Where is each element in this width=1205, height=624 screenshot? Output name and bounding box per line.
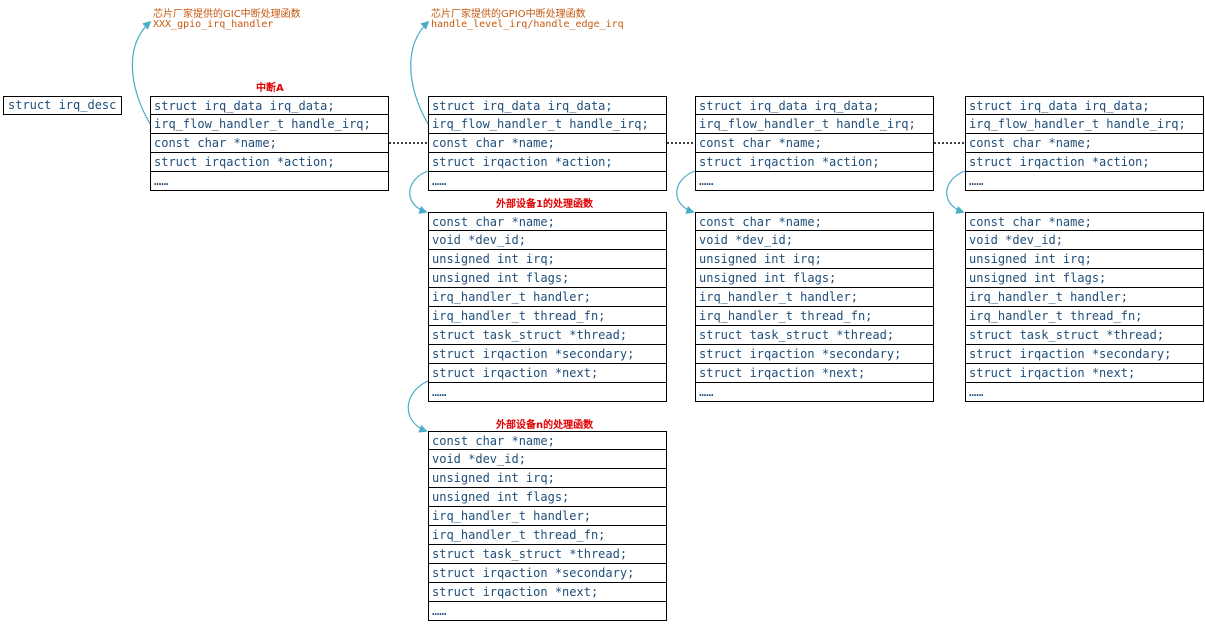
devn-label: 外部设备n的处理函数 xyxy=(496,420,594,431)
field-handle-irq: irq_flow_handler_t handle_irq; xyxy=(695,115,934,134)
field-name: const char *name; xyxy=(428,134,667,153)
field-next: struct irqaction *next; xyxy=(695,364,934,383)
field-more: …… xyxy=(965,172,1204,191)
irqaction-table-devn: const char *name; void *dev_id; unsigned… xyxy=(428,431,667,621)
field-thread: struct task_struct *thread; xyxy=(965,326,1204,345)
irqaction-table-c: const char *name; void *dev_id; unsigned… xyxy=(695,212,934,402)
field-next: struct irqaction *next; xyxy=(965,364,1204,383)
field-more: …… xyxy=(965,383,1204,402)
field-more: …… xyxy=(428,172,667,191)
field-flags: unsigned int flags; xyxy=(428,488,667,507)
field-thread: struct task_struct *thread; xyxy=(695,326,934,345)
field-handler: irq_handler_t handler; xyxy=(428,288,667,307)
gic-note-sub: XXX_gpio_irq_handler xyxy=(153,19,274,30)
field-action: struct irqaction *action; xyxy=(150,153,389,172)
field-name: const char *name; xyxy=(965,134,1204,153)
dev1-label: 外部设备1的处理函数 xyxy=(496,199,593,210)
field-handler: irq_handler_t handler; xyxy=(965,288,1204,307)
field-more: …… xyxy=(150,172,389,191)
gpio-note-title: 芯片厂家提供的GPIO中断处理函数 xyxy=(431,9,586,20)
field-thread: struct task_struct *thread; xyxy=(428,545,667,564)
field-more: …… xyxy=(695,383,934,402)
field-thread-fn: irq_handler_t thread_fn; xyxy=(428,307,667,326)
field-name: const char *name; xyxy=(428,431,667,450)
field-irq-data: struct irq_data irq_data; xyxy=(695,96,934,115)
field-irq: unsigned int irq; xyxy=(965,250,1204,269)
field-irq: unsigned int irq; xyxy=(428,250,667,269)
field-thread: struct task_struct *thread; xyxy=(428,326,667,345)
field-handle-irq: irq_flow_handler_t handle_irq; xyxy=(965,115,1204,134)
field-more: …… xyxy=(428,383,667,402)
field-secondary: struct irqaction *secondary; xyxy=(428,564,667,583)
field-next: struct irqaction *next; xyxy=(428,583,667,602)
field-flags: unsigned int flags; xyxy=(428,269,667,288)
field-irq: unsigned int irq; xyxy=(695,250,934,269)
field-name: const char *name; xyxy=(695,134,934,153)
field-action: struct irqaction *action; xyxy=(695,153,934,172)
gpio-note-sub: handle_level_irq/handle_edge_irq xyxy=(431,19,624,30)
field-handler: irq_handler_t handler; xyxy=(428,507,667,526)
field-dev-id: void *dev_id; xyxy=(428,450,667,469)
field-handle-irq: irq_flow_handler_t handle_irq; xyxy=(428,115,667,134)
field-irq-data: struct irq_data irq_data; xyxy=(428,96,667,115)
irqaction-table-dev1: const char *name; void *dev_id; unsigned… xyxy=(428,212,667,402)
arrow-action-dev1 xyxy=(409,170,429,214)
arrow-action-c xyxy=(676,170,696,214)
field-irq: unsigned int irq; xyxy=(428,469,667,488)
field-irq-data: struct irq_data irq_data; xyxy=(150,96,389,115)
irq-desc-root: struct irq_desc xyxy=(3,96,122,115)
field-thread-fn: irq_handler_t thread_fn; xyxy=(428,526,667,545)
field-secondary: struct irqaction *secondary; xyxy=(965,345,1204,364)
field-secondary: struct irqaction *secondary; xyxy=(428,345,667,364)
arrow-next-devn xyxy=(407,380,429,433)
field-flags: unsigned int flags; xyxy=(965,269,1204,288)
field-thread-fn: irq_handler_t thread_fn; xyxy=(965,307,1204,326)
irqaction-table-d: const char *name; void *dev_id; unsigned… xyxy=(965,212,1204,402)
field-action: struct irqaction *action; xyxy=(965,153,1204,172)
arrow-gic-note xyxy=(131,20,152,125)
field-handle-irq: irq_flow_handler_t handle_irq; xyxy=(150,115,389,134)
gic-note-title: 芯片厂家提供的GIC中断处理函数 xyxy=(153,9,301,20)
irq-desc-table-d: struct irq_data irq_data; irq_flow_handl… xyxy=(965,96,1204,191)
field-next: struct irqaction *next; xyxy=(428,364,667,383)
field-name: const char *name; xyxy=(695,212,934,231)
field-secondary: struct irqaction *secondary; xyxy=(695,345,934,364)
irq-desc-table-a: struct irq_data irq_data; irq_flow_handl… xyxy=(150,96,389,191)
field-flags: unsigned int flags; xyxy=(695,269,934,288)
field-dev-id: void *dev_id; xyxy=(965,231,1204,250)
field-more: …… xyxy=(695,172,934,191)
field-thread-fn: irq_handler_t thread_fn; xyxy=(695,307,934,326)
field-name: const char *name; xyxy=(150,134,389,153)
irq-desc-table-b: struct irq_data irq_data; irq_flow_handl… xyxy=(428,96,667,191)
field-more: …… xyxy=(428,602,667,621)
field-action: struct irqaction *action; xyxy=(428,153,667,172)
field-handler: irq_handler_t handler; xyxy=(695,288,934,307)
field-dev-id: void *dev_id; xyxy=(428,231,667,250)
field-name: const char *name; xyxy=(965,212,1204,231)
field-irq-data: struct irq_data irq_data; xyxy=(965,96,1204,115)
arrow-action-d xyxy=(946,170,966,214)
irq-desc-table-c: struct irq_data irq_data; irq_flow_handl… xyxy=(695,96,934,191)
field-name: const char *name; xyxy=(428,212,667,231)
arrow-gpio-note xyxy=(410,20,430,125)
field-dev-id: void *dev_id; xyxy=(695,231,934,250)
interrupt-label: 中断A xyxy=(256,83,284,94)
